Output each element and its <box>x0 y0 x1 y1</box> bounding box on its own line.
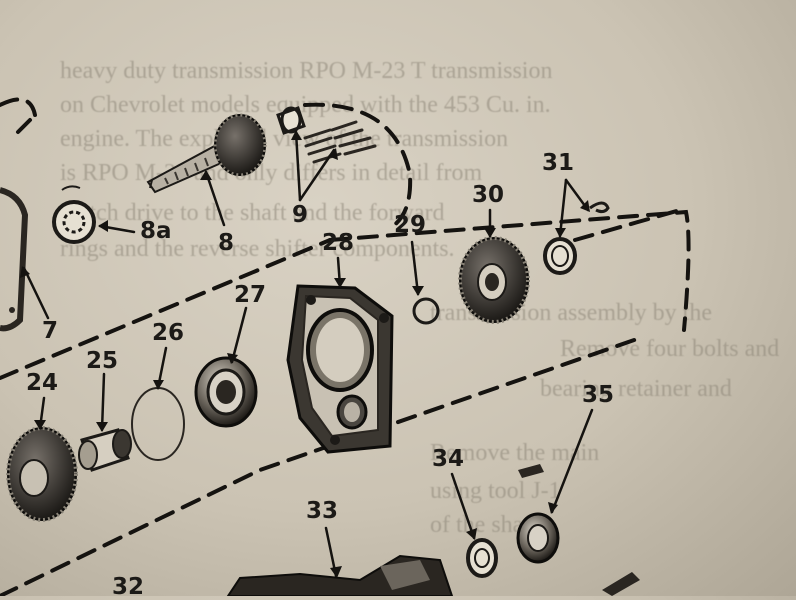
ghost-line: Remove four bolts and <box>560 336 780 362</box>
arrowhead <box>580 200 590 212</box>
spacer-part-31 <box>543 201 610 275</box>
dashed-assembly-lines <box>0 97 691 596</box>
ghost-line: heavy duty transmission RPO M-23 T trans… <box>60 58 553 84</box>
callout-33: 33 <box>306 498 339 524</box>
ball-bearing-part-27 <box>194 356 258 428</box>
snap-ring-part-29 <box>412 297 440 325</box>
ghost-line: clutch drive to the shaft and the forwar… <box>60 200 445 226</box>
arrowhead <box>330 566 342 578</box>
ghost-line: using tool J-1 <box>430 478 561 504</box>
callout-29: 29 <box>394 212 427 238</box>
callout-24: 24 <box>26 370 59 396</box>
ghost-line: rings and the reverse shifter components… <box>60 236 455 262</box>
main-drive-gear-part-8 <box>146 113 267 194</box>
callout-8: 8 <box>218 230 235 256</box>
arrowhead <box>227 353 238 364</box>
arrowhead <box>291 130 302 140</box>
ghost-line: bearing retainer and <box>540 376 732 402</box>
arrowhead <box>328 148 338 160</box>
bushing-part-25 <box>78 428 132 472</box>
callout-28: 28 <box>322 230 355 256</box>
callout-30: 30 <box>472 182 505 208</box>
arrowhead <box>98 220 108 232</box>
counter-gear-part-30 <box>458 236 530 324</box>
arrowhead <box>466 528 477 540</box>
callout-9: 9 <box>292 202 309 228</box>
gear-part-24 <box>6 426 78 522</box>
arrowhead <box>412 286 424 296</box>
snap-ring-part-26 <box>131 387 185 461</box>
gasket-part-7 <box>0 187 29 332</box>
bushing-part-34 <box>466 538 498 578</box>
callout-26: 26 <box>152 320 185 346</box>
callout-27: 27 <box>234 282 267 308</box>
callout-35: 35 <box>582 382 615 408</box>
callout-25: 25 <box>86 348 119 374</box>
bearing-rollers-part-9 <box>276 106 377 164</box>
callout-34: 34 <box>432 446 465 472</box>
housing-part-33 <box>226 554 640 596</box>
arrowhead <box>20 266 30 278</box>
callout-7: 7 <box>42 318 59 344</box>
arrowhead <box>153 380 164 390</box>
arrowhead <box>96 422 108 432</box>
seal-part-35 <box>516 464 560 564</box>
arrowhead <box>548 502 558 514</box>
retainer-plate-part-28 <box>286 284 394 454</box>
arrowhead <box>484 228 496 238</box>
arrowhead <box>555 228 566 238</box>
arrowhead <box>34 420 46 430</box>
arrowhead <box>334 278 346 288</box>
snap-ring-part-8a <box>52 185 96 244</box>
arrowhead <box>200 170 212 180</box>
callout-8a: 8a <box>140 218 172 244</box>
callout-31: 31 <box>542 150 575 176</box>
callout-32: 32 <box>112 574 145 600</box>
